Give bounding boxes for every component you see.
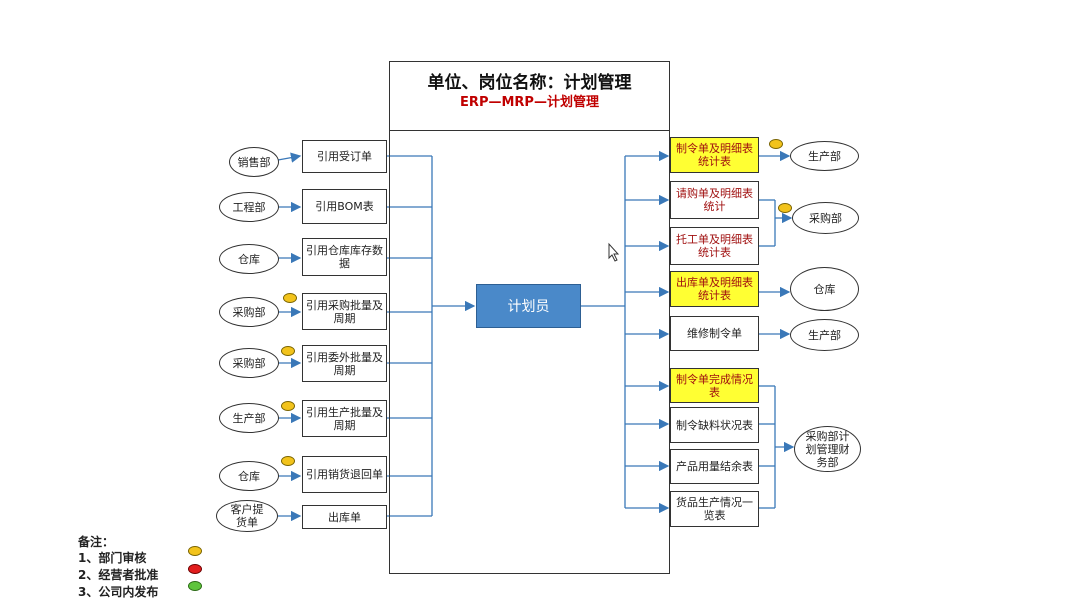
source-dept-warehouse-2: 仓库 [219, 461, 279, 491]
source-dept-engineering: 工程部 [219, 192, 279, 222]
note-item-review: 1、部门审核 [78, 551, 147, 565]
source-doc-production-batch: 引用生产批量及周期 [302, 400, 387, 437]
output-doc-subcontract-stats: 托工单及明细表统计表 [670, 227, 759, 265]
source-doc-outbound-order: 出库单 [302, 505, 387, 529]
status-dot-yellow [778, 203, 792, 213]
status-dot-yellow [283, 293, 297, 303]
source-doc-inventory: 引用仓库库存数据 [302, 238, 387, 276]
legend-dot-green [188, 581, 202, 591]
target-dept-warehouse: 仓库 [790, 267, 859, 311]
status-dot-yellow [281, 346, 295, 356]
note-item-approve: 2、经营者批准 [78, 568, 159, 582]
output-doc-outbound-stats: 出库单及明细表统计表 [670, 271, 759, 307]
target-dept-production-2: 生产部 [790, 319, 859, 351]
notes-title: 备注： [78, 535, 115, 549]
output-doc-repair-order: 维修制令单 [670, 316, 759, 351]
output-doc-production-overview: 货品生产情况一览表 [670, 491, 759, 527]
target-dept-production: 生产部 [790, 141, 859, 171]
source-customer-pickup: 客户提货单 [216, 500, 278, 532]
title-divider [389, 130, 670, 131]
legend-dot-red [188, 564, 202, 574]
source-doc-bom: 引用BOM表 [302, 189, 387, 224]
legend-dot-yellow [188, 546, 202, 556]
target-dept-purchasing: 采购部 [792, 202, 859, 234]
source-dept-production: 生产部 [219, 403, 279, 433]
source-doc-outsource-batch: 引用委外批量及周期 [302, 345, 387, 382]
source-doc-sales-return: 引用销货退回单 [302, 456, 387, 493]
note-item-publish: 3、公司内发布 [78, 585, 159, 599]
source-doc-purchase-batch: 引用采购批量及周期 [302, 293, 387, 330]
source-dept-sales: 销售部 [229, 147, 279, 177]
main-frame [389, 61, 670, 574]
source-dept-purchasing: 采购部 [219, 297, 279, 327]
source-dept-purchasing-2: 采购部 [219, 348, 279, 378]
status-dot-yellow [281, 456, 295, 466]
output-doc-shortage-report: 制令缺料状况表 [670, 407, 759, 443]
output-doc-requisition-stats: 请购单及明细表统计 [670, 181, 759, 219]
output-doc-usage-balance: 产品用量结余表 [670, 449, 759, 484]
planner-node: 计划员 [476, 284, 581, 328]
output-doc-completion-report: 制令单完成情况表 [670, 368, 759, 403]
target-dept-combined: 采购部计划管理财务部 [794, 426, 861, 472]
status-dot-yellow [769, 139, 783, 149]
source-dept-warehouse: 仓库 [219, 244, 279, 274]
status-dot-yellow [281, 401, 295, 411]
source-doc-sales-order: 引用受订单 [302, 140, 387, 173]
diagram-subtitle: ERP—MRP—计划管理 [460, 95, 599, 110]
diagram-title: 单位、岗位名称：计划管理 [427, 73, 632, 93]
output-doc-work-order-stats: 制令单及明细表统计表 [670, 137, 759, 173]
